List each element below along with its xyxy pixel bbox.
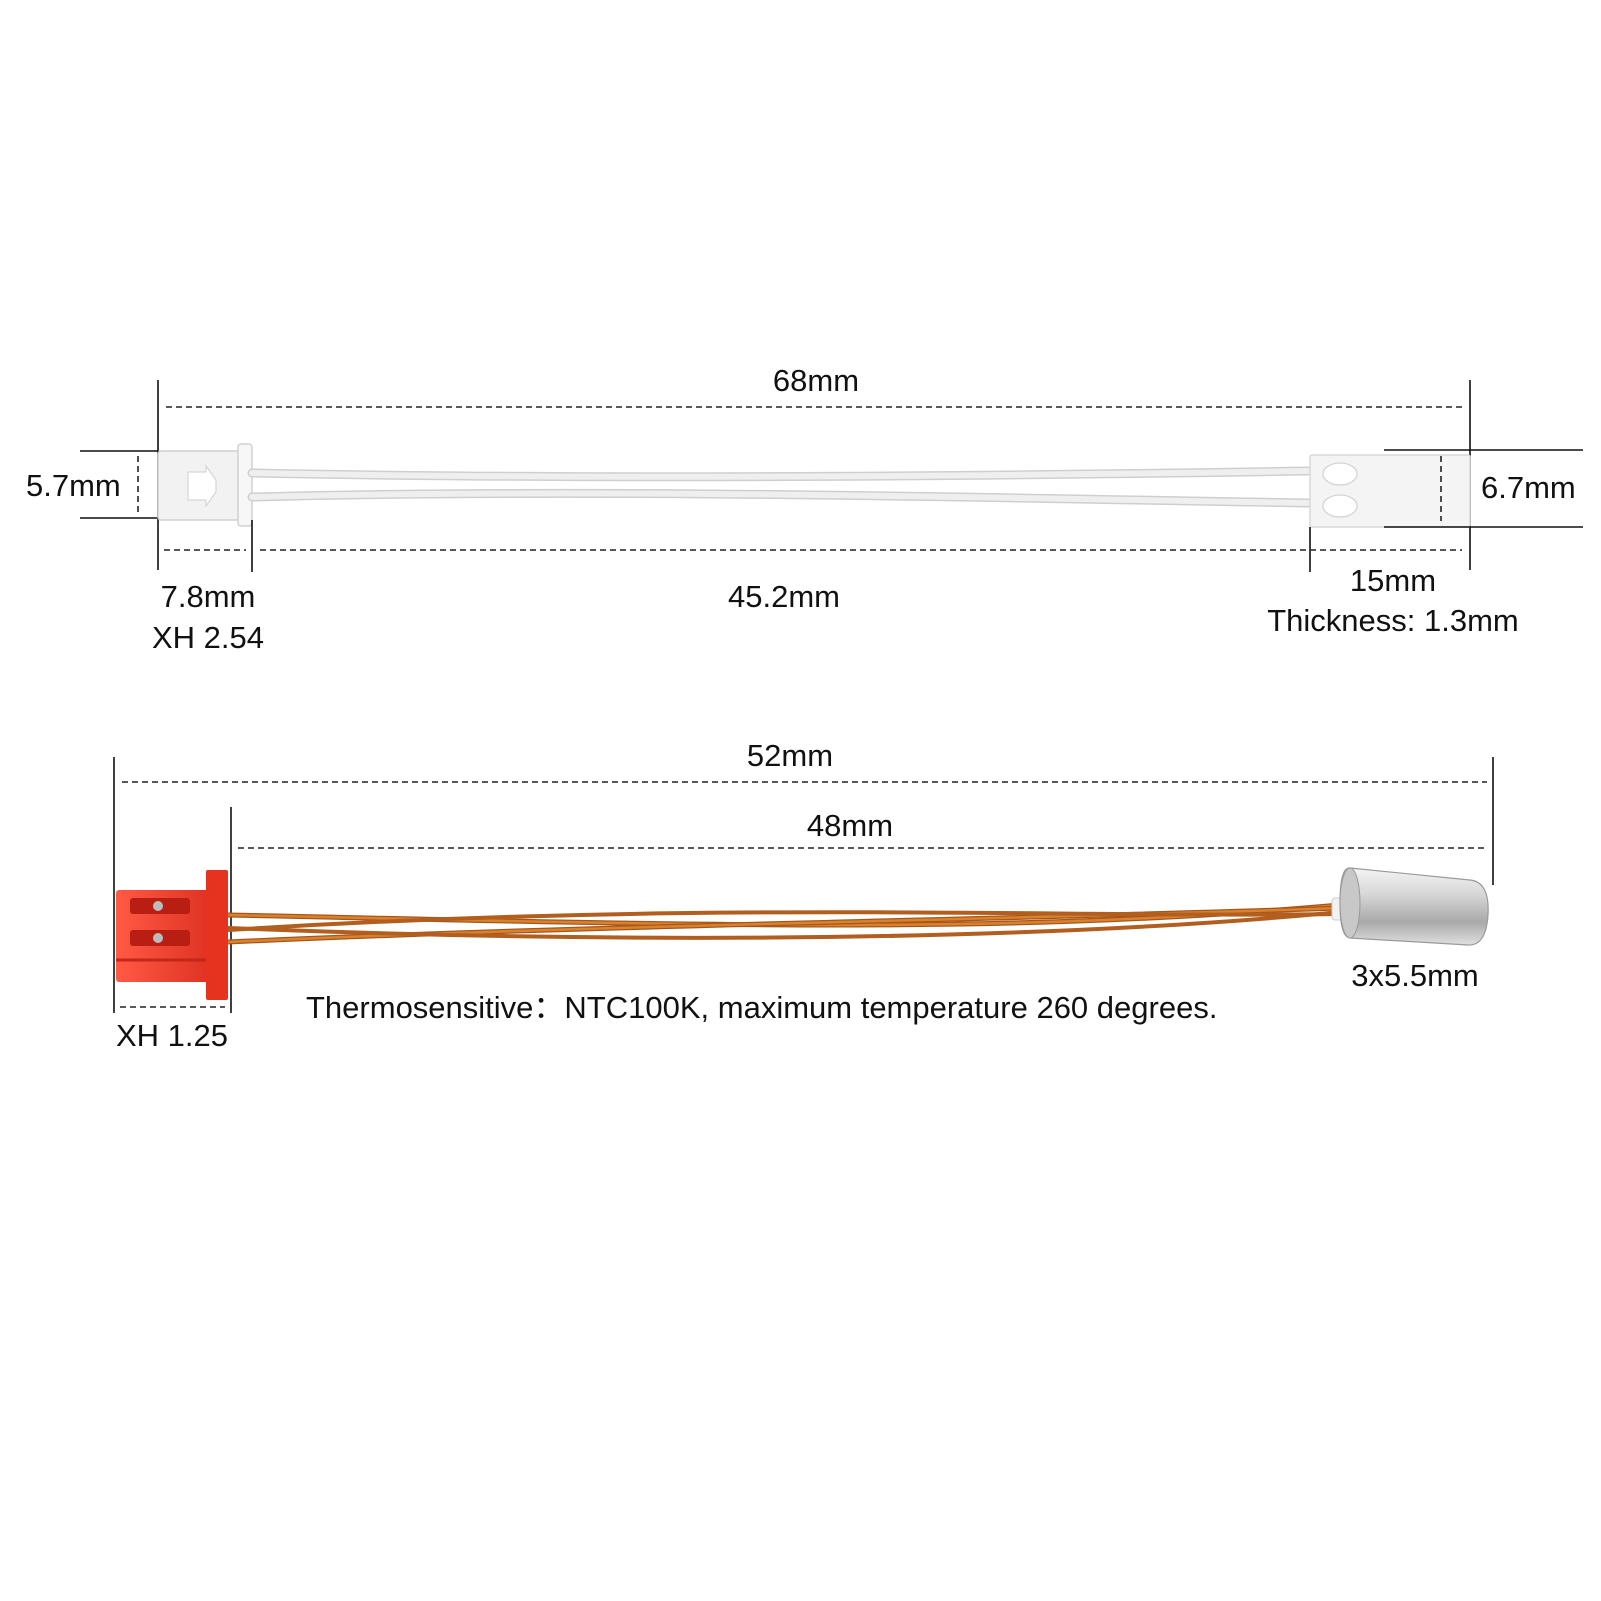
dim-48-label: 48mm	[807, 808, 893, 843]
red-connector	[116, 870, 228, 1000]
sensor-2-diagram: 52mm 48mm XH 1.25	[113, 738, 1494, 1053]
dim-68-label: 68mm	[773, 363, 859, 398]
dim-15-label: 15mm	[1350, 563, 1436, 598]
dim-57-label: 5.7mm	[26, 468, 121, 503]
probe-size-label: 3x5.5mm	[1351, 958, 1478, 993]
connector-type-label: XH 2.54	[152, 620, 264, 655]
sensor-1-diagram: 68mm 5.7mm 7.8mm XH 2.5	[26, 363, 1583, 655]
thickness-label: Thickness: 1.3mm	[1267, 603, 1519, 638]
dim-67-label: 6.7mm	[1481, 470, 1576, 505]
sensor-description: Thermosensitive：NTC100K, maximum tempera…	[306, 990, 1217, 1025]
white-wires	[247, 466, 1313, 508]
orange-wires	[227, 902, 1341, 945]
dim-78-label: 7.8mm	[161, 579, 256, 614]
dim-452-label: 45.2mm	[728, 579, 840, 614]
dim-52-label: 52mm	[747, 738, 833, 773]
white-connector	[157, 443, 253, 527]
metal-probe	[1331, 867, 1489, 946]
connector-type-2-label: XH 1.25	[116, 1018, 228, 1053]
flat-probe	[1309, 454, 1471, 528]
